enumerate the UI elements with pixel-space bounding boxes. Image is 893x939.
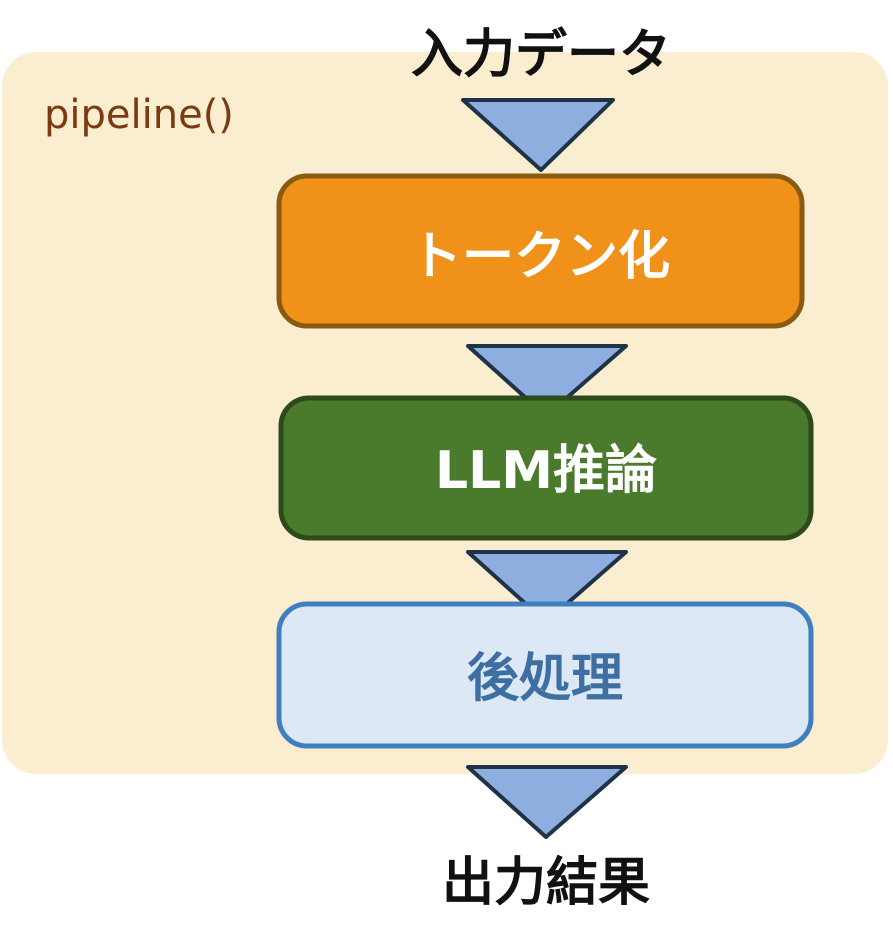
flow-arrow-1: [461, 98, 615, 172]
stage-box-tokenize: [276, 173, 805, 329]
output-label: 出力結果: [442, 853, 650, 913]
input-label: 入力データ: [411, 25, 671, 85]
stage-label-inference: LLM推論: [435, 441, 657, 501]
stage-label-tokenize: トークン化: [410, 227, 670, 287]
container-label: pipeline(): [44, 92, 234, 138]
flow-arrow-2: [466, 344, 628, 418]
stage-label-postprocess: 後処理: [467, 649, 623, 709]
stage-box-inference: [278, 395, 814, 541]
flow-arrow-3: [466, 550, 628, 624]
stage-box-postprocess: [276, 601, 814, 749]
flow-arrow-4: [466, 765, 628, 839]
